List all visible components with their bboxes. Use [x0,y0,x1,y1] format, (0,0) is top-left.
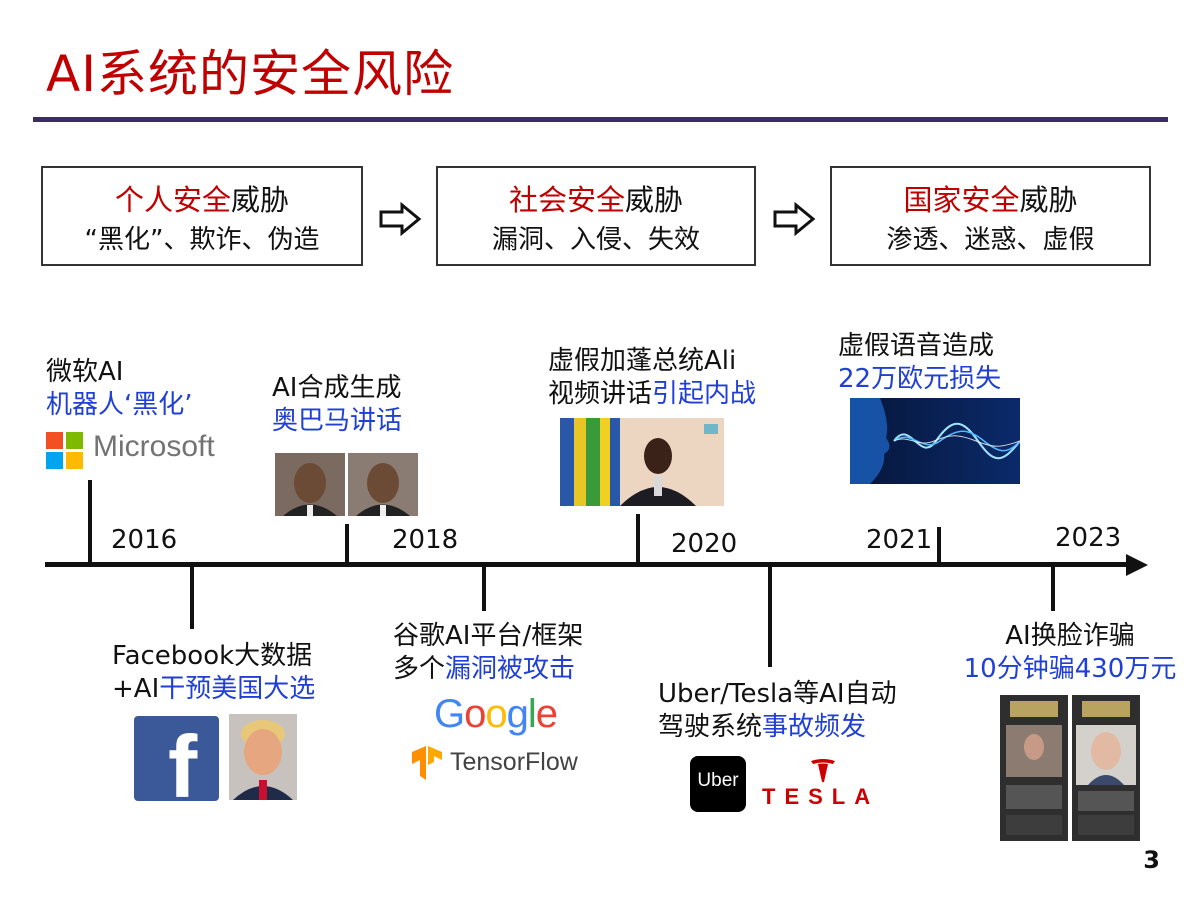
event-label: 虚假语音造成 22万欧元损失 [838,331,1002,394]
threat-box-national: 国家安全威胁 渗透、迷惑、虚假 [830,166,1151,266]
threat-detail: “黑化”、欺诈、伪造 [84,225,320,255]
google-letter: e [535,692,558,736]
facebook-logo-icon: f [134,716,219,801]
arrowhead-icon [1126,554,1148,576]
event-label: Uber/Tesla等AI自动 驾驶系统事故频发 [658,679,897,742]
trump-photo [229,714,297,800]
google-logo: Google [434,692,558,737]
arrow-right-icon [773,202,816,236]
event-label: 虚假加蓬总统Ali 视频讲话引起内战 [548,346,757,409]
threat-box-personal: 个人安全威胁 “黑化”、欺诈、伪造 [41,166,363,266]
threat-detail: 渗透、迷惑、虚假 [886,225,1095,255]
timeline-tick [1051,565,1055,611]
event-label: Facebook大数据 +AI干预美国大选 [112,641,316,704]
voice-wave-image [850,398,1020,484]
timeline-tick [190,565,194,629]
google-letter: g [506,692,529,736]
microsoft-logo-icon [46,432,83,469]
event-label: 谷歌AI平台/框架 多个漏洞被攻击 [393,621,584,684]
threat-suffix: 威胁 [1019,183,1078,217]
microsoft-wordmark: Microsoft [93,430,215,463]
title-divider [33,117,1168,122]
timeline-tick [768,565,772,667]
timeline-tick [636,514,640,564]
timeline-axis [45,562,1130,567]
google-letter: G [434,692,465,736]
threat-highlight: 社会安全 [508,183,625,217]
year-label: 2023 [1055,523,1122,553]
google-letter: o [485,692,507,736]
uber-logo-icon: Uber [690,756,746,812]
event-label: 微软AI 机器人‘黑化’ [46,357,193,420]
tensorflow-logo-icon [412,746,442,780]
page-number: 3 [1143,846,1160,874]
year-label: 2020 [671,529,738,559]
threat-suffix: 威胁 [625,183,684,217]
tesla-logo-icon [811,759,835,782]
threat-detail: 漏洞、入侵、失效 [491,225,700,255]
threat-box-social: 社会安全威胁 漏洞、入侵、失效 [436,166,756,266]
threat-suffix: 威胁 [231,183,290,217]
faceswap-video-screenshots [1000,695,1140,841]
timeline-tick [482,565,486,611]
gabon-video-photo [560,418,724,506]
timeline-tick [345,524,349,564]
google-letter: l [527,692,537,736]
year-label: 2018 [392,525,459,555]
tesla-wordmark: TESLA [762,784,880,809]
arrow-right-icon [379,202,422,236]
google-letter: o [464,692,486,736]
threat-highlight: 国家安全 [903,183,1020,217]
tensorflow-wordmark: TensorFlow [450,748,578,776]
obama-photo [275,453,418,516]
event-label: AI换脸诈骗 10分钟骗430万元 [963,621,1177,684]
event-label: AI合成生成 奥巴马讲话 [272,373,403,436]
year-label: 2021 [866,525,933,555]
page-title: AI系统的安全风险 [46,45,454,103]
threat-highlight: 个人安全 [114,183,231,217]
year-label: 2016 [111,525,178,555]
timeline-tick [88,480,92,564]
timeline-tick [937,527,941,564]
